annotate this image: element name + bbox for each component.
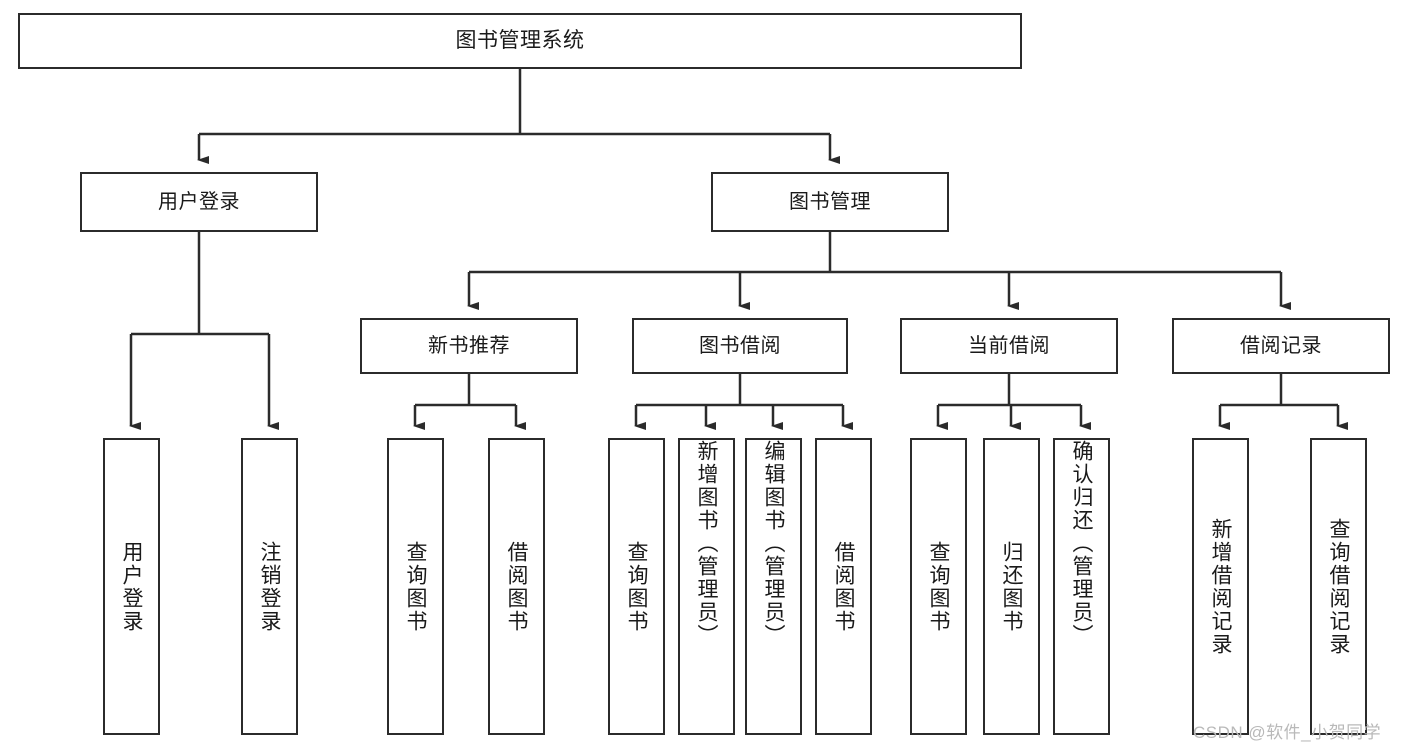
node-root-label: 图书管理系统 — [455, 29, 585, 53]
node-book-manage-label: 图书管理 — [789, 190, 871, 213]
leaf-add-record-label: 新增借阅记录 — [1209, 517, 1232, 656]
leaf-query-book-1[interactable]: 查询图书 — [387, 438, 444, 735]
node-current-borrow[interactable]: 当前借阅 — [900, 318, 1118, 374]
leaf-user-logout-label: 注销登录 — [258, 540, 281, 633]
leaf-edit-book[interactable]: 编辑图书（管理员） — [745, 438, 802, 735]
leaf-borrow-book-2-label: 借阅图书 — [832, 540, 855, 633]
leaf-query-book-3-label: 查询图书 — [927, 540, 950, 633]
leaf-add-book-label: 新增图书（管理员） — [695, 440, 718, 647]
leaf-query-record[interactable]: 查询借阅记录 — [1310, 438, 1367, 735]
leaf-add-record[interactable]: 新增借阅记录 — [1192, 438, 1249, 735]
leaf-user-login-label: 用户登录 — [120, 540, 143, 633]
leaf-confirm-return-label: 确认归还（管理员） — [1070, 440, 1093, 647]
watermark: CSDN @软件_小贺同学 — [1193, 723, 1382, 742]
leaf-user-logout[interactable]: 注销登录 — [241, 438, 298, 735]
node-root[interactable]: 图书管理系统 — [18, 13, 1022, 69]
leaf-query-record-label: 查询借阅记录 — [1327, 517, 1350, 656]
leaf-borrow-book-1-label: 借阅图书 — [505, 540, 528, 633]
leaf-borrow-book-1[interactable]: 借阅图书 — [488, 438, 545, 735]
leaf-query-book-3[interactable]: 查询图书 — [910, 438, 967, 735]
leaf-return-book-label: 归还图书 — [1000, 540, 1023, 633]
node-book-borrow[interactable]: 图书借阅 — [632, 318, 848, 374]
node-new-book-rec-label: 新书推荐 — [428, 334, 510, 357]
leaf-return-book[interactable]: 归还图书 — [983, 438, 1040, 735]
leaf-query-book-2-label: 查询图书 — [625, 540, 648, 633]
node-user-login[interactable]: 用户登录 — [80, 172, 318, 232]
node-borrow-record-label: 借阅记录 — [1240, 334, 1322, 357]
node-book-manage[interactable]: 图书管理 — [711, 172, 949, 232]
leaf-query-book-2[interactable]: 查询图书 — [608, 438, 665, 735]
leaf-edit-book-label: 编辑图书（管理员） — [762, 440, 785, 647]
leaf-add-book[interactable]: 新增图书（管理员） — [678, 438, 735, 735]
node-current-borrow-label: 当前借阅 — [968, 334, 1050, 357]
node-borrow-record[interactable]: 借阅记录 — [1172, 318, 1390, 374]
leaf-borrow-book-2[interactable]: 借阅图书 — [815, 438, 872, 735]
node-book-borrow-label: 图书借阅 — [699, 334, 781, 357]
leaf-confirm-return[interactable]: 确认归还（管理员） — [1053, 438, 1110, 735]
node-user-login-label: 用户登录 — [158, 190, 240, 213]
leaf-query-book-1-label: 查询图书 — [404, 540, 427, 633]
node-new-book-rec[interactable]: 新书推荐 — [360, 318, 578, 374]
leaf-user-login[interactable]: 用户登录 — [103, 438, 160, 735]
